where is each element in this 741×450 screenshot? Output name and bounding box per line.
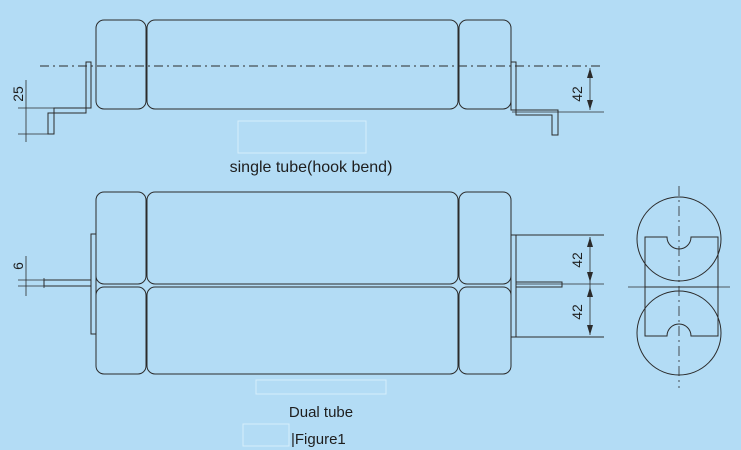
dual-tube-view: 6 42 42 Dual tube |Figure1 <box>10 191 604 448</box>
terminal-width-dimension: 6 <box>10 256 44 296</box>
dual-upper-left-cap <box>95 191 147 285</box>
single-right-cap <box>458 19 512 110</box>
dual-lower-right-cap <box>458 286 512 375</box>
hook-height-label: 25 <box>10 86 26 102</box>
placeholder-box <box>237 120 367 154</box>
dual-lower-tube-body <box>146 286 459 375</box>
end-view-upper-bracket <box>644 236 719 288</box>
dual-lower-offset-label: 42 <box>569 304 585 320</box>
placeholder-box-figure <box>242 423 290 447</box>
dual-left-terminal <box>43 233 97 335</box>
single-tube-view: 25 42 single tube(hook bend) <box>10 19 604 176</box>
end-view-lower-bracket <box>644 286 719 337</box>
dual-tube-caption: Dual tube <box>289 404 353 421</box>
terminal-width-label: 6 <box>10 262 26 270</box>
end-view-lower-circle <box>636 290 722 376</box>
single-tube-body <box>146 19 459 110</box>
single-left-cap <box>95 19 147 110</box>
single-offset-label: 42 <box>569 86 585 102</box>
single-left-hook-terminal <box>47 61 92 135</box>
figure-caption: |Figure1 <box>291 431 346 448</box>
dual-lower-left-cap <box>95 286 147 375</box>
end-view-upper-circle <box>636 196 722 282</box>
hook-height-dimension: 25 <box>10 80 90 142</box>
dual-right-terminal <box>510 234 604 338</box>
end-view <box>628 186 730 388</box>
single-tube-caption: single tube(hook bend) <box>230 159 393 176</box>
dual-upper-tube-body <box>146 191 459 285</box>
dual-upper-offset-label: 42 <box>569 252 585 268</box>
placeholder-box-dual <box>255 379 387 395</box>
dual-offset-dimensions: 42 42 <box>516 237 604 335</box>
single-right-hook-terminal <box>510 61 559 136</box>
dual-upper-right-cap <box>458 191 512 285</box>
single-offset-dimension: 42 <box>512 68 604 113</box>
